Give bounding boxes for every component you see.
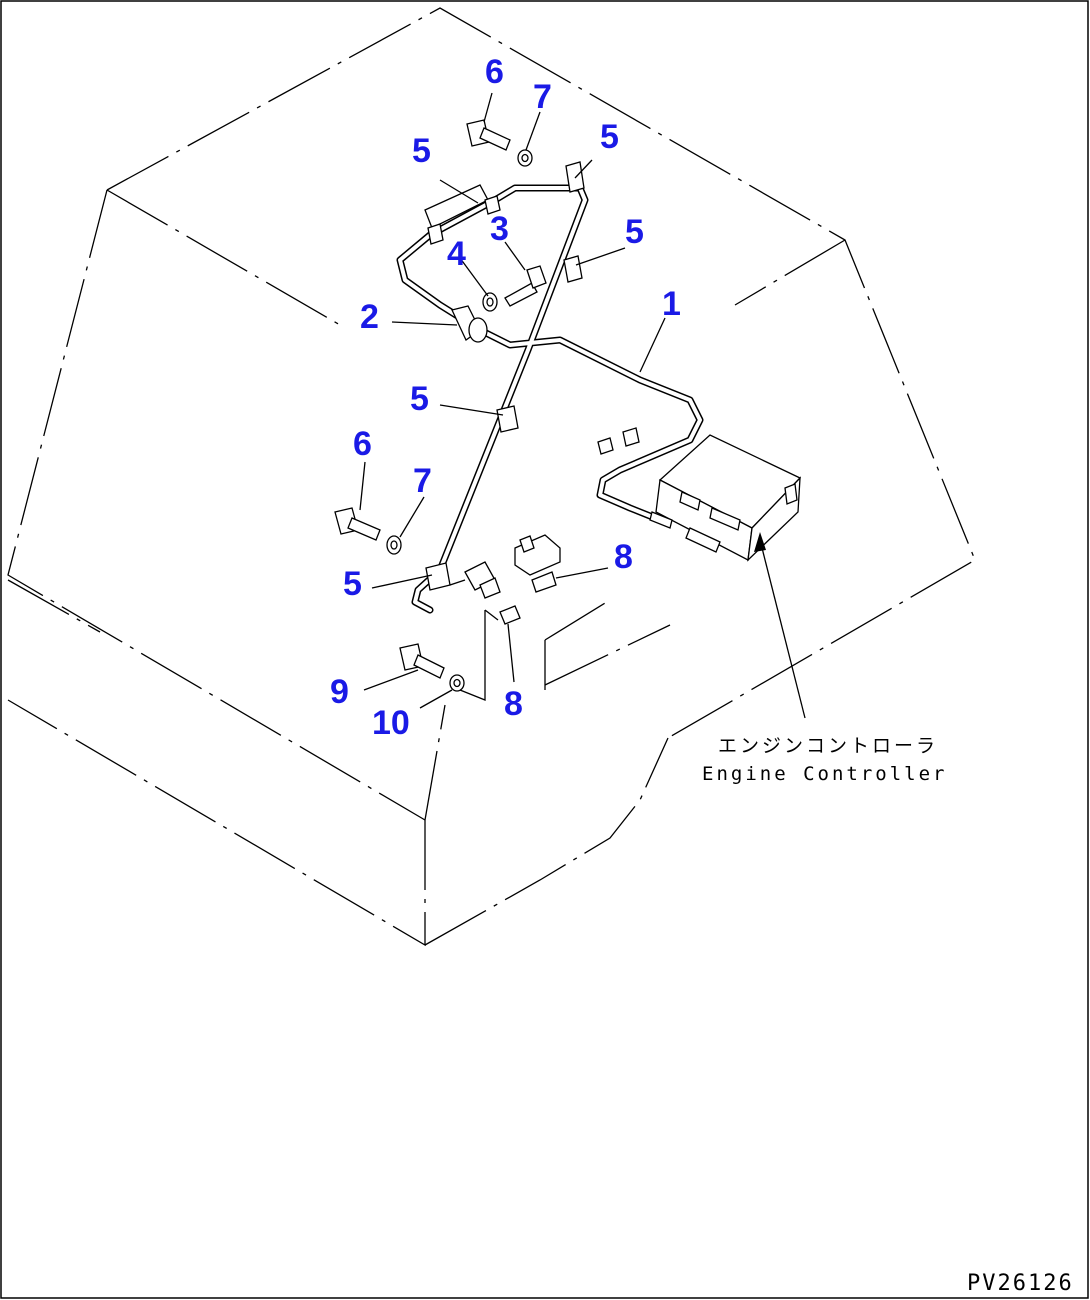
clamp-middle	[496, 405, 519, 433]
harness-connectors-lower	[449, 561, 501, 599]
callout-5-upper-right: 5	[600, 118, 619, 156]
callout-7-upper: 7	[533, 78, 552, 116]
callout-5-upper-left: 5	[412, 132, 431, 170]
connector-bracket-8	[459, 534, 561, 701]
callout-7-lower: 7	[413, 462, 432, 500]
clamp-upper-right	[565, 161, 585, 193]
callout-8-upper: 8	[614, 538, 633, 576]
washer-7-upper	[517, 149, 533, 167]
drawing-code: PV26126	[967, 1271, 1074, 1296]
callout-3: 3	[490, 210, 509, 248]
callout-numbers: 1 2 3 4 5 5 5 5 5 6 6 7 7 8 8 9 10	[330, 53, 681, 742]
callout-1: 1	[662, 285, 681, 323]
bolt-6-lower	[334, 507, 381, 541]
bolt-9	[399, 643, 445, 679]
controller-label-jp: エンジンコントローラ	[718, 735, 938, 757]
bolt-3	[504, 265, 547, 307]
bolt-6-upper	[466, 119, 511, 151]
callout-5-lower: 5	[343, 565, 362, 603]
bracket-2	[451, 305, 488, 343]
callout-5-middle: 5	[410, 380, 429, 418]
engine-controller	[597, 427, 802, 562]
machine-body-outline	[7, 7, 976, 947]
clamp-right-mid	[563, 255, 583, 283]
callout-6-lower: 6	[353, 425, 372, 463]
washer-10	[449, 674, 465, 692]
washer-7-lower	[386, 535, 402, 555]
callout-5-right: 5	[625, 213, 644, 251]
callout-4: 4	[447, 235, 466, 273]
callout-2: 2	[360, 298, 379, 336]
clamp-lower	[425, 562, 451, 591]
callout-10: 10	[372, 704, 410, 742]
callout-6-upper: 6	[485, 53, 504, 91]
leader-lines	[359, 92, 806, 719]
callout-9: 9	[330, 673, 349, 711]
washer-4	[482, 292, 498, 312]
callout-8-lower: 8	[504, 685, 523, 723]
controller-label-en: Engine Controller	[702, 763, 947, 785]
